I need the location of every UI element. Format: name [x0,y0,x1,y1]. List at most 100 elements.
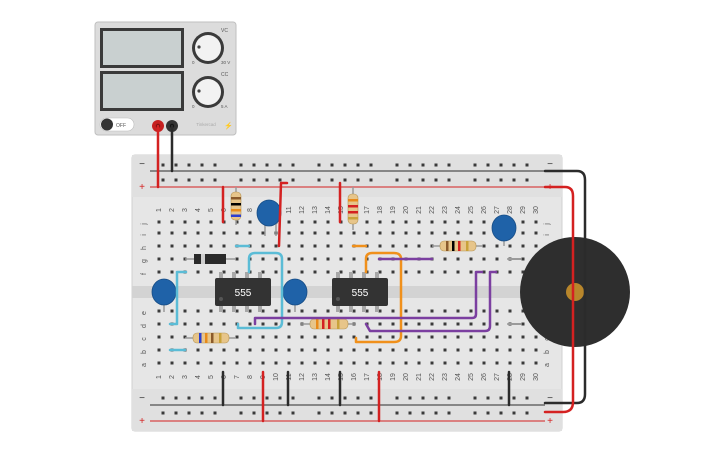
breadboard-hole[interactable] [274,322,278,326]
breadboard-hole[interactable] [482,220,486,224]
breadboard-hole[interactable] [235,220,239,224]
breadboard-hole[interactable] [213,178,217,182]
breadboard-hole[interactable] [157,220,161,224]
breadboard-hole[interactable] [482,348,486,352]
breadboard-hole[interactable] [287,322,291,326]
breadboard-hole[interactable] [235,270,239,274]
breadboard-hole[interactable] [395,396,399,400]
breadboard-hole[interactable] [417,220,421,224]
breadboard-hole[interactable] [287,244,291,248]
breadboard-hole[interactable] [456,335,460,339]
breadboard-hole[interactable] [395,178,399,182]
breadboard-hole[interactable] [261,322,265,326]
breadboard-hole[interactable] [421,396,425,400]
breadboard-hole[interactable] [222,348,226,352]
breadboard-hole[interactable] [434,396,438,400]
breadboard-hole[interactable] [183,361,187,365]
breadboard-hole[interactable] [469,309,473,313]
breadboard-hole[interactable] [213,411,217,415]
breadboard-hole[interactable] [339,335,343,339]
breadboard-hole[interactable] [330,178,334,182]
breadboard-hole[interactable] [209,231,213,235]
breadboard-hole[interactable] [378,220,382,224]
breadboard-hole[interactable] [391,348,395,352]
breadboard-hole[interactable] [339,244,343,248]
breadboard-hole[interactable] [352,231,356,235]
breadboard-hole[interactable] [209,220,213,224]
breadboard-hole[interactable] [456,257,460,261]
breadboard-hole[interactable] [365,335,369,339]
breadboard-hole[interactable] [161,411,165,415]
breadboard-hole[interactable] [248,322,252,326]
breadboard-hole[interactable] [482,361,486,365]
breadboard-hole[interactable] [209,361,213,365]
breadboard-hole[interactable] [209,244,213,248]
breadboard-hole[interactable] [196,231,200,235]
voltage-knob[interactable] [192,32,224,64]
breadboard-hole[interactable] [430,335,434,339]
breadboard-hole[interactable] [521,244,525,248]
breadboard-hole[interactable] [157,257,161,261]
breadboard-hole[interactable] [300,257,304,261]
breadboard-hole[interactable] [239,396,243,400]
breadboard-hole[interactable] [174,396,178,400]
current-knob[interactable] [192,76,224,108]
breadboard-hole[interactable] [456,309,460,313]
breadboard-hole[interactable] [525,396,529,400]
breadboard-hole[interactable] [408,163,412,167]
breadboard-hole[interactable] [326,309,330,313]
wire-buzzer-negative[interactable] [543,169,587,405]
breadboard-hole[interactable] [378,335,382,339]
breadboard-hole[interactable] [365,361,369,365]
breadboard-hole[interactable] [291,178,295,182]
breadboard-hole[interactable] [157,322,161,326]
power-switch[interactable] [99,117,135,132]
breadboard-hole[interactable] [326,257,330,261]
breadboard-hole[interactable] [447,178,451,182]
breadboard-hole[interactable] [209,322,213,326]
breadboard-hole[interactable] [391,231,395,235]
breadboard-hole[interactable] [521,322,525,326]
breadboard-hole[interactable] [430,348,434,352]
breadboard-hole[interactable] [525,178,529,182]
breadboard-hole[interactable] [287,348,291,352]
breadboard-hole[interactable] [391,270,395,274]
breadboard-hole[interactable] [339,270,343,274]
breadboard-hole[interactable] [408,178,412,182]
breadboard-hole[interactable] [534,231,538,235]
breadboard-hole[interactable] [287,335,291,339]
breadboard-hole[interactable] [170,361,174,365]
wire-buzzer-positive[interactable] [543,185,575,414]
breadboard-hole[interactable] [473,396,477,400]
breadboard-hole[interactable] [525,411,529,415]
breadboard-hole[interactable] [239,163,243,167]
breadboard-hole[interactable] [443,231,447,235]
breadboard-hole[interactable] [391,322,395,326]
breadboard-hole[interactable] [161,163,165,167]
breadboard-hole[interactable] [209,309,213,313]
breadboard-hole[interactable] [183,335,187,339]
breadboard-hole[interactable] [157,244,161,248]
breadboard-hole[interactable] [183,220,187,224]
breadboard-hole[interactable] [252,163,256,167]
breadboard-hole[interactable] [499,178,503,182]
breadboard-hole[interactable] [183,231,187,235]
breadboard-hole[interactable] [300,348,304,352]
piezo-buzzer[interactable] [520,237,630,347]
breadboard-hole[interactable] [417,270,421,274]
breadboard-hole[interactable] [274,348,278,352]
breadboard-hole[interactable] [482,270,486,274]
breadboard-hole[interactable] [239,178,243,182]
breadboard-hole[interactable] [443,361,447,365]
breadboard-hole[interactable] [365,309,369,313]
breadboard-hole[interactable] [443,257,447,261]
breadboard-hole[interactable] [356,396,360,400]
breadboard-hole[interactable] [261,361,265,365]
breadboard-hole[interactable] [456,322,460,326]
breadboard-hole[interactable] [391,309,395,313]
breadboard-hole[interactable] [326,231,330,235]
breadboard-hole[interactable] [352,257,356,261]
breadboard-hole[interactable] [469,348,473,352]
breadboard-hole[interactable] [300,309,304,313]
breadboard-hole[interactable] [512,411,516,415]
